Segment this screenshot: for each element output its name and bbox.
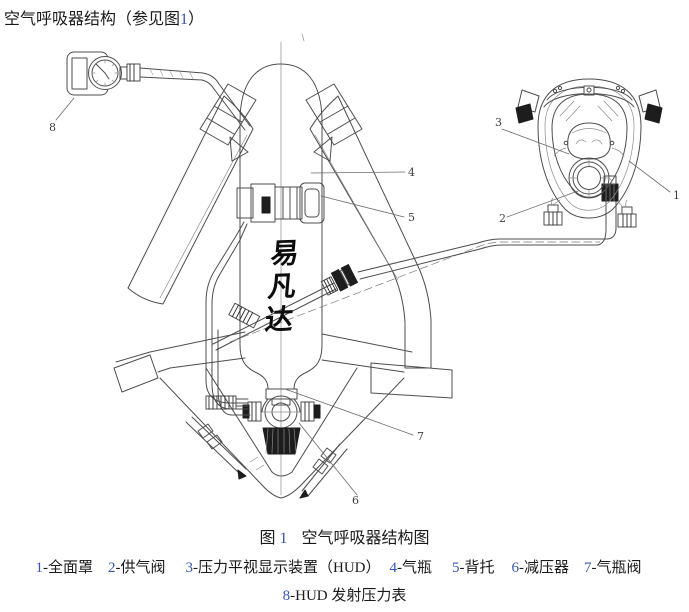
medium-pressure-hose-drawing [212, 175, 619, 351]
callout-2: 2 [499, 190, 579, 225]
legend-num: 6 [511, 560, 520, 576]
callout-5-number: 5 [408, 211, 415, 224]
callout-7-number: 7 [417, 430, 424, 443]
strap-buckles [515, 103, 663, 124]
right-shoulder-pad [305, 83, 363, 146]
callout-4-number: 4 [408, 166, 415, 179]
watermark-char: 达 [263, 302, 295, 337]
legend-item-5: 5-背托 [452, 556, 495, 577]
title-text: 空气呼吸器结构（参见图 [4, 11, 181, 28]
legend-item-1: 1-全面罩 [36, 556, 94, 577]
visor [551, 93, 628, 198]
callout-5: 5 [320, 195, 415, 224]
left-shoulder-strap [127, 95, 254, 305]
legend-item-4: 4-气瓶 [390, 556, 433, 577]
legend-label: -供气阀 [115, 560, 166, 576]
legend-num: 1 [35, 560, 44, 576]
watermark: 易 凡 达 [252, 236, 313, 337]
legend-num: 8 [282, 588, 291, 604]
cylinder-body [239, 63, 323, 390]
legend-num: 5 [452, 560, 460, 576]
cylinder-drawing [236, 41, 325, 496]
callout-1-number: 1 [673, 189, 680, 202]
callout-6: 6 [298, 422, 359, 507]
gauge-window [71, 57, 88, 90]
hose-loop-drawing [205, 221, 261, 416]
face-mask-drawing [515, 78, 663, 228]
callout-3: 3 [495, 116, 570, 155]
legend-label: -压力平视显示装置（HUD） [193, 560, 381, 576]
right-shoulder-strap [309, 95, 432, 369]
caption-fig-number: 1 [279, 530, 288, 547]
hanging-clips [543, 204, 637, 228]
legend-item-3: 3-压力平视显示装置（HUD） [186, 556, 381, 577]
right-belt-pad [370, 362, 453, 399]
legend-item-6: 6-减压器 [512, 556, 570, 577]
legend-item-7: 7-气瓶阀 [584, 556, 642, 577]
pressure-gauge-drawing [66, 51, 251, 131]
legend-label: -气瓶 [397, 560, 432, 576]
callout-1: 1 [628, 160, 680, 202]
inner-nose-cup [567, 122, 611, 160]
legend-label: -气瓶阀 [591, 560, 642, 576]
inline-coupling [320, 264, 358, 296]
legend-row-2: 8-HUD 发射压力表 [0, 584, 689, 605]
caption-fig-label: 图 [259, 530, 276, 547]
legend-num: 7 [584, 560, 592, 576]
legend-label: -背托 [459, 560, 495, 576]
watermark-char: 凡 [266, 269, 298, 304]
legend-num: 2 [108, 560, 116, 576]
mask-port [568, 157, 610, 199]
callout-4: 4 [310, 166, 415, 179]
callout-8: 8 [49, 97, 75, 134]
callout-2-number: 2 [499, 212, 506, 225]
callout-6-number: 6 [352, 494, 359, 507]
legend-label: -HUD 发射压力表 [290, 588, 407, 604]
scba-structure-diagram: 1 2 3 4 5 6 7 [49, 33, 680, 507]
caption-text: 空气呼吸器结构图 [301, 530, 430, 547]
cylinder-band-buckle [236, 182, 325, 224]
callout-8-number: 8 [49, 121, 56, 134]
gauge-hose [139, 67, 204, 81]
left-shoulder-pad [199, 83, 257, 146]
legend-num: 4 [389, 560, 398, 576]
callout-3-number: 3 [495, 116, 502, 129]
cylinder-valve-drawing [205, 388, 321, 455]
title-suffix: ） [188, 11, 205, 28]
stray-mark [301, 33, 305, 42]
callout-7: 7 [284, 388, 424, 443]
legend-label: -减压器 [519, 560, 569, 576]
legend-num: 3 [185, 560, 194, 576]
backpack-harness-drawing [113, 83, 453, 499]
figure-reference-number: 1 [180, 11, 189, 28]
left-belt-pad [113, 354, 159, 393]
watermark-char: 易 [269, 236, 301, 271]
figure-callouts: 1 2 3 4 5 6 7 [49, 97, 680, 507]
gauge-needle [95, 63, 106, 74]
legend-label: -全面罩 [43, 560, 93, 576]
figure-caption: 图 1 空气呼吸器结构图 [0, 524, 689, 548]
legend-row-1: 1-全面罩 2-供气阀 3-压力平视显示装置（HUD） 4-气瓶 5-背托 6-… [0, 556, 683, 577]
legend-item-2: 2-供气阀 [108, 556, 166, 577]
page-title: 空气呼吸器结构（参见图1） [4, 5, 204, 29]
